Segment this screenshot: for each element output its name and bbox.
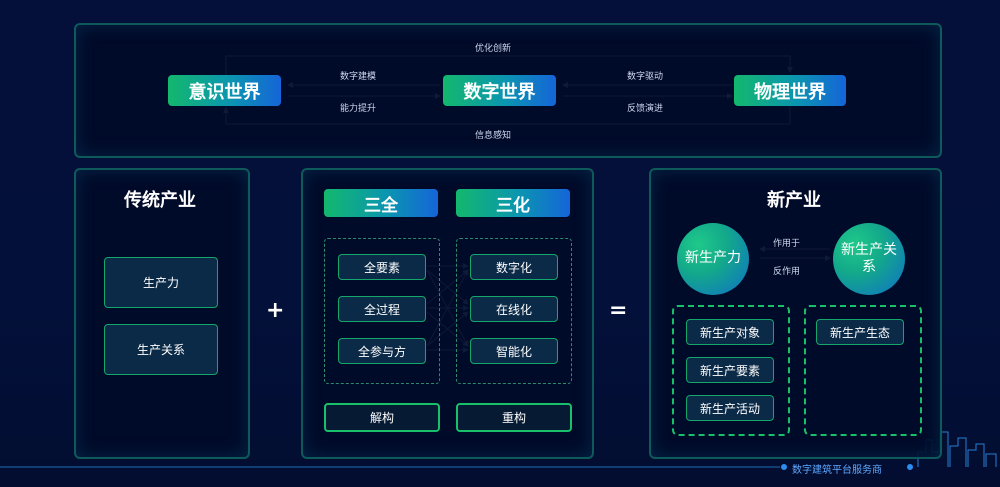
label-digital-modeling: 数字建模 (340, 72, 377, 82)
digital-world-box: 数字世界 (443, 75, 556, 106)
new-ecology-group (804, 305, 922, 436)
new-production-relations-circle: 新生产关系 (833, 223, 905, 295)
footer-brand: 数字建筑平台服务商 (792, 465, 882, 476)
new-production-ecology-node: 新生产生态 (816, 319, 904, 345)
new-industry-title: 新产业 (767, 190, 821, 211)
three-full-group (324, 238, 440, 384)
plus-operator: + (266, 298, 285, 323)
label-info-perception: 信息感知 (475, 131, 512, 141)
label-digital-drive: 数字驱动 (627, 72, 664, 82)
label-acts-on: 作用于 (773, 239, 801, 249)
production-relations-node: 生产关系 (104, 324, 218, 375)
label-feedback-evolve: 反馈演进 (627, 104, 664, 114)
new-production-object-node: 新生产对象 (686, 319, 774, 345)
traditional-industry-panel (74, 168, 250, 459)
label-optimize-innovate: 优化创新 (475, 44, 512, 54)
reconstruct-node: 重构 (456, 403, 572, 432)
new-productivity-circle: 新生产力 (677, 223, 749, 295)
label-capability-improve: 能力提升 (340, 104, 377, 114)
productivity-node: 生产力 (104, 257, 218, 308)
new-production-factor-node: 新生产要素 (686, 357, 774, 383)
three-full-header: 三全 (324, 189, 438, 217)
consciousness-world-box: 意识世界 (168, 75, 281, 106)
new-production-relations-label: 新生产关系 (841, 241, 897, 276)
label-reaction: 反作用 (773, 267, 801, 277)
deconstruct-node: 解构 (324, 403, 440, 432)
new-elements-group (672, 305, 790, 436)
three-ization-header: 三化 (456, 189, 570, 217)
three-ization-group (456, 238, 572, 384)
all-process-node: 全过程 (338, 296, 426, 322)
physical-world-box: 物理世界 (734, 75, 846, 106)
online-node: 在线化 (470, 296, 558, 322)
all-elements-node: 全要素 (338, 254, 426, 280)
all-participants-node: 全参与方 (338, 338, 426, 364)
equals-operator: = (609, 298, 628, 323)
traditional-industry-title: 传统产业 (124, 190, 196, 211)
intelligent-node: 智能化 (470, 338, 558, 364)
new-production-activity-node: 新生产活动 (686, 395, 774, 421)
digitalization-node: 数字化 (470, 254, 558, 280)
